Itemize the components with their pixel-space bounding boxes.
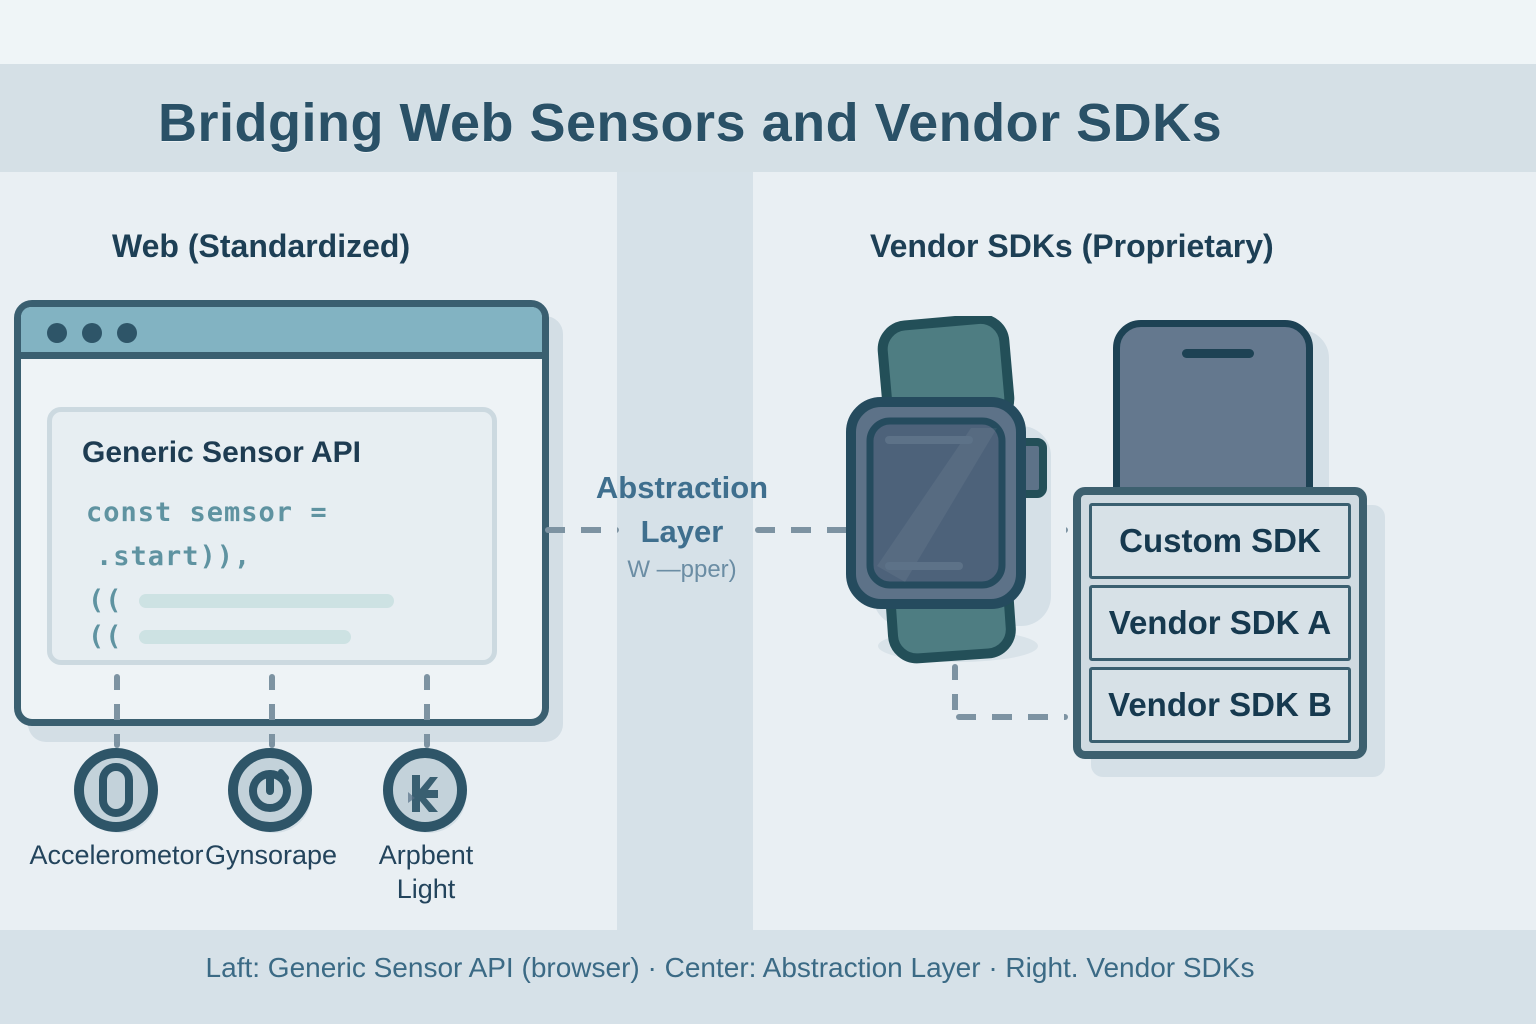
- ambient-light-icon: [383, 748, 467, 833]
- window-dot-icon: [82, 323, 102, 343]
- code-line-2: .start)),: [96, 541, 252, 572]
- sdk-box-vendor-b: Vendor SDK B: [1089, 667, 1351, 743]
- gyroscope-icon: [228, 748, 312, 833]
- code-line-4: ((: [88, 621, 351, 652]
- window-dot-icon: [47, 323, 67, 343]
- sensor-label-gyroscope: Gynsorape: [204, 840, 338, 870]
- top-strip: [0, 0, 1536, 64]
- footer-band: [0, 930, 1536, 1024]
- title-band: [0, 64, 1536, 172]
- connector-browser-to-abstraction: [545, 527, 619, 533]
- connector-to-vendor-sdk-b: [956, 714, 1068, 720]
- sdk-box-vendor-a: Vendor SDK A: [1089, 585, 1351, 661]
- code-placeholder-bar: [138, 629, 351, 644]
- connector-abstraction-to-watch: [755, 527, 857, 533]
- connector-browser-to-accelerometer: [114, 674, 120, 748]
- code-token: ((: [88, 585, 123, 616]
- left-section-heading: Web (Standardized): [112, 228, 411, 264]
- abstraction-line-2: Layer: [640, 514, 724, 549]
- sdk-box-custom: Custom SDK: [1089, 503, 1351, 579]
- sensor-label-accelerometer: Accelerometor: [29, 840, 204, 870]
- right-section-heading: Vendor SDKs (Proprietary): [870, 228, 1274, 264]
- generic-sensor-api-card: Generic Sensor API const semsor = .start…: [47, 407, 497, 665]
- smartwatch-illustration: [846, 316, 1051, 664]
- connector-watch-down: [952, 664, 958, 722]
- accelerometer-icon: [74, 748, 158, 833]
- abstraction-layer-label: Abstraction Layer W —pper): [572, 466, 792, 586]
- window-dot-icon: [117, 323, 137, 343]
- code-line-1: const semsor =: [86, 497, 328, 528]
- center-column-band: [617, 172, 753, 930]
- abstraction-line-1: Abstraction: [595, 470, 769, 505]
- page-title: Bridging Web Sensors and Vendor SDKs: [158, 93, 1223, 153]
- footer-caption: Laft: Generic Sensor API (browser) · Cen…: [205, 952, 1255, 983]
- sdk-stack: Custom SDK Vendor SDK A Vendor SDK B: [1073, 487, 1367, 759]
- phone-speaker-icon: [1182, 349, 1254, 358]
- abstraction-line-3: W —pper): [627, 556, 737, 583]
- browser-window: Generic Sensor API const semsor = .start…: [14, 300, 549, 726]
- code-placeholder-bar: [138, 593, 394, 608]
- code-line-3: ((: [88, 585, 394, 616]
- connector-browser-to-ambient-light: [424, 674, 430, 748]
- code-token: ((: [88, 621, 123, 652]
- card-title: Generic Sensor API: [82, 436, 361, 469]
- sensor-label-ambient-light: Arpbent Light: [378, 840, 474, 904]
- connector-browser-to-gyroscope: [269, 674, 275, 748]
- browser-titlebar: [21, 307, 542, 359]
